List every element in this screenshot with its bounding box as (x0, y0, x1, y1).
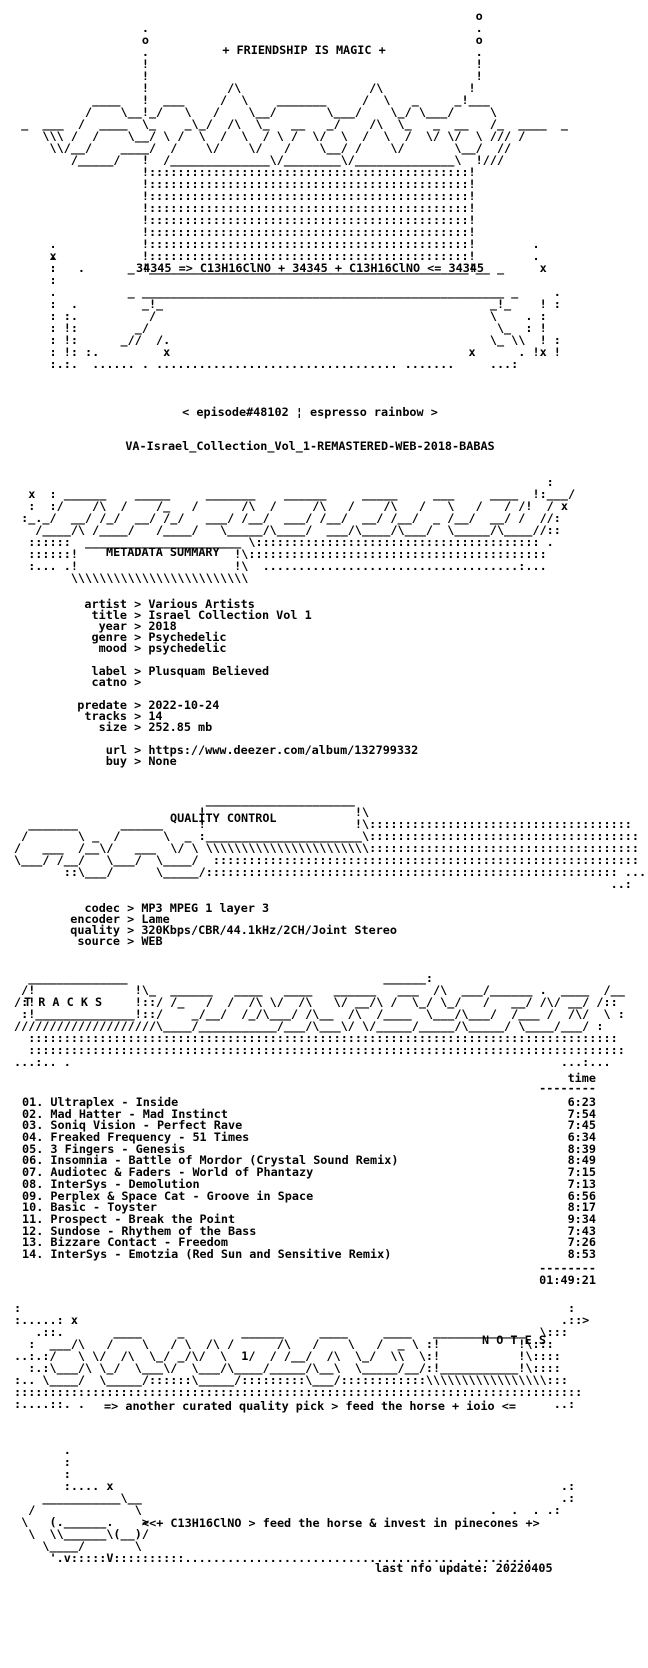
banner-text: + FRIENDSHIP IS MAGIC + (222, 43, 386, 57)
meta-predate: predate > 2022-10-24 (77, 698, 220, 712)
last-update: last nfo update: 20220405 (375, 1561, 553, 1575)
total-separator: -------- (539, 1261, 596, 1275)
meta-mood: mood > psychedelic (98, 641, 227, 655)
notes-section-title: N O T E S (482, 1333, 546, 1347)
quality-source: source > WEB (77, 934, 163, 948)
formula-frame-art: . _ ____________________________________… (49, 285, 561, 371)
header-ascii-art: o . . o o . (21, 9, 568, 287)
quality-encoder: encoder > Lame (70, 912, 170, 926)
notes-ascii-art: : : :.....: x .::> .::. ____ _ ______ (14, 1301, 590, 1411)
episode-text: < episode#48102 ¦ espresso rainbow > (182, 405, 438, 419)
quality-codec: codec > MP3 MPEG 1 layer 3 (84, 901, 270, 915)
notes-text: => another curated quality pick > feed t… (104, 1399, 516, 1413)
track-row: 14. InterSys - Emotzia (Red Sun and Sens… (22, 1246, 596, 1261)
meta-catno: catno > (91, 675, 149, 689)
tracks-section-title: T R A C K S (24, 995, 103, 1009)
total-time: 01:49:21 (539, 1273, 596, 1287)
meta-artist: artist > Various Artists (84, 597, 255, 611)
quality-ascii-art: _____________________ ! !\ _______ _____… (14, 793, 648, 891)
footer-ascii-art: . : : :.... x .: ___________\__ .: / \ (21, 1443, 576, 1565)
deezer-link[interactable]: https://www.deezer.com/album/132799332 (148, 743, 419, 757)
track-row: 06. Insomnia - Battle of Mordor (Crystal… (22, 1153, 596, 1168)
tracks-ascii-art: ______________ ______: /! !\_ ______ ___… (14, 971, 625, 1069)
metadata-section-title: METADATA SUMMARY (106, 545, 220, 559)
meta-size: size > 252.85 mb (98, 720, 213, 734)
formula-frame-top: . : . (49, 249, 86, 275)
meta-label: label > Plusquam Believed (91, 664, 270, 678)
quality-quality: quality > 320Kbps/CBR/44.1kHz/2CH/Joint … (70, 923, 397, 937)
track-row: 09. Perplex & Space Cat - Groove in Spac… (22, 1188, 596, 1203)
formula-text: 34345 => C13H16ClNO + 34345 + C13H16ClNO… (135, 261, 484, 275)
track-row: 07. Audiotec & Faders - World of Phantaz… (22, 1165, 596, 1180)
meta-genre: genre > Psychedelic (91, 630, 227, 644)
meta-title: title > Israel Collection Vol 1 (91, 608, 312, 622)
quality-section-title: QUALITY CONTROL (170, 811, 277, 825)
time-header-separator: -------- (539, 1081, 596, 1095)
meta-tracks: tracks > 14 (84, 709, 163, 723)
release-name: VA-Israel_Collection_Vol_1-REMASTERED-WE… (125, 439, 495, 453)
metadata-ascii-art: : x : ______ _____ _______ ______ _____ … (21, 475, 576, 585)
footer-tagline: <<+ C13H16ClNO > feed the horse & invest… (142, 1516, 540, 1530)
meta-url[interactable]: url > https://www.deezer.com/album/13279… (105, 743, 419, 757)
meta-buy: buy > None (105, 754, 177, 768)
meta-year: year > 2018 (98, 619, 177, 633)
time-column-header: time (567, 1071, 596, 1085)
